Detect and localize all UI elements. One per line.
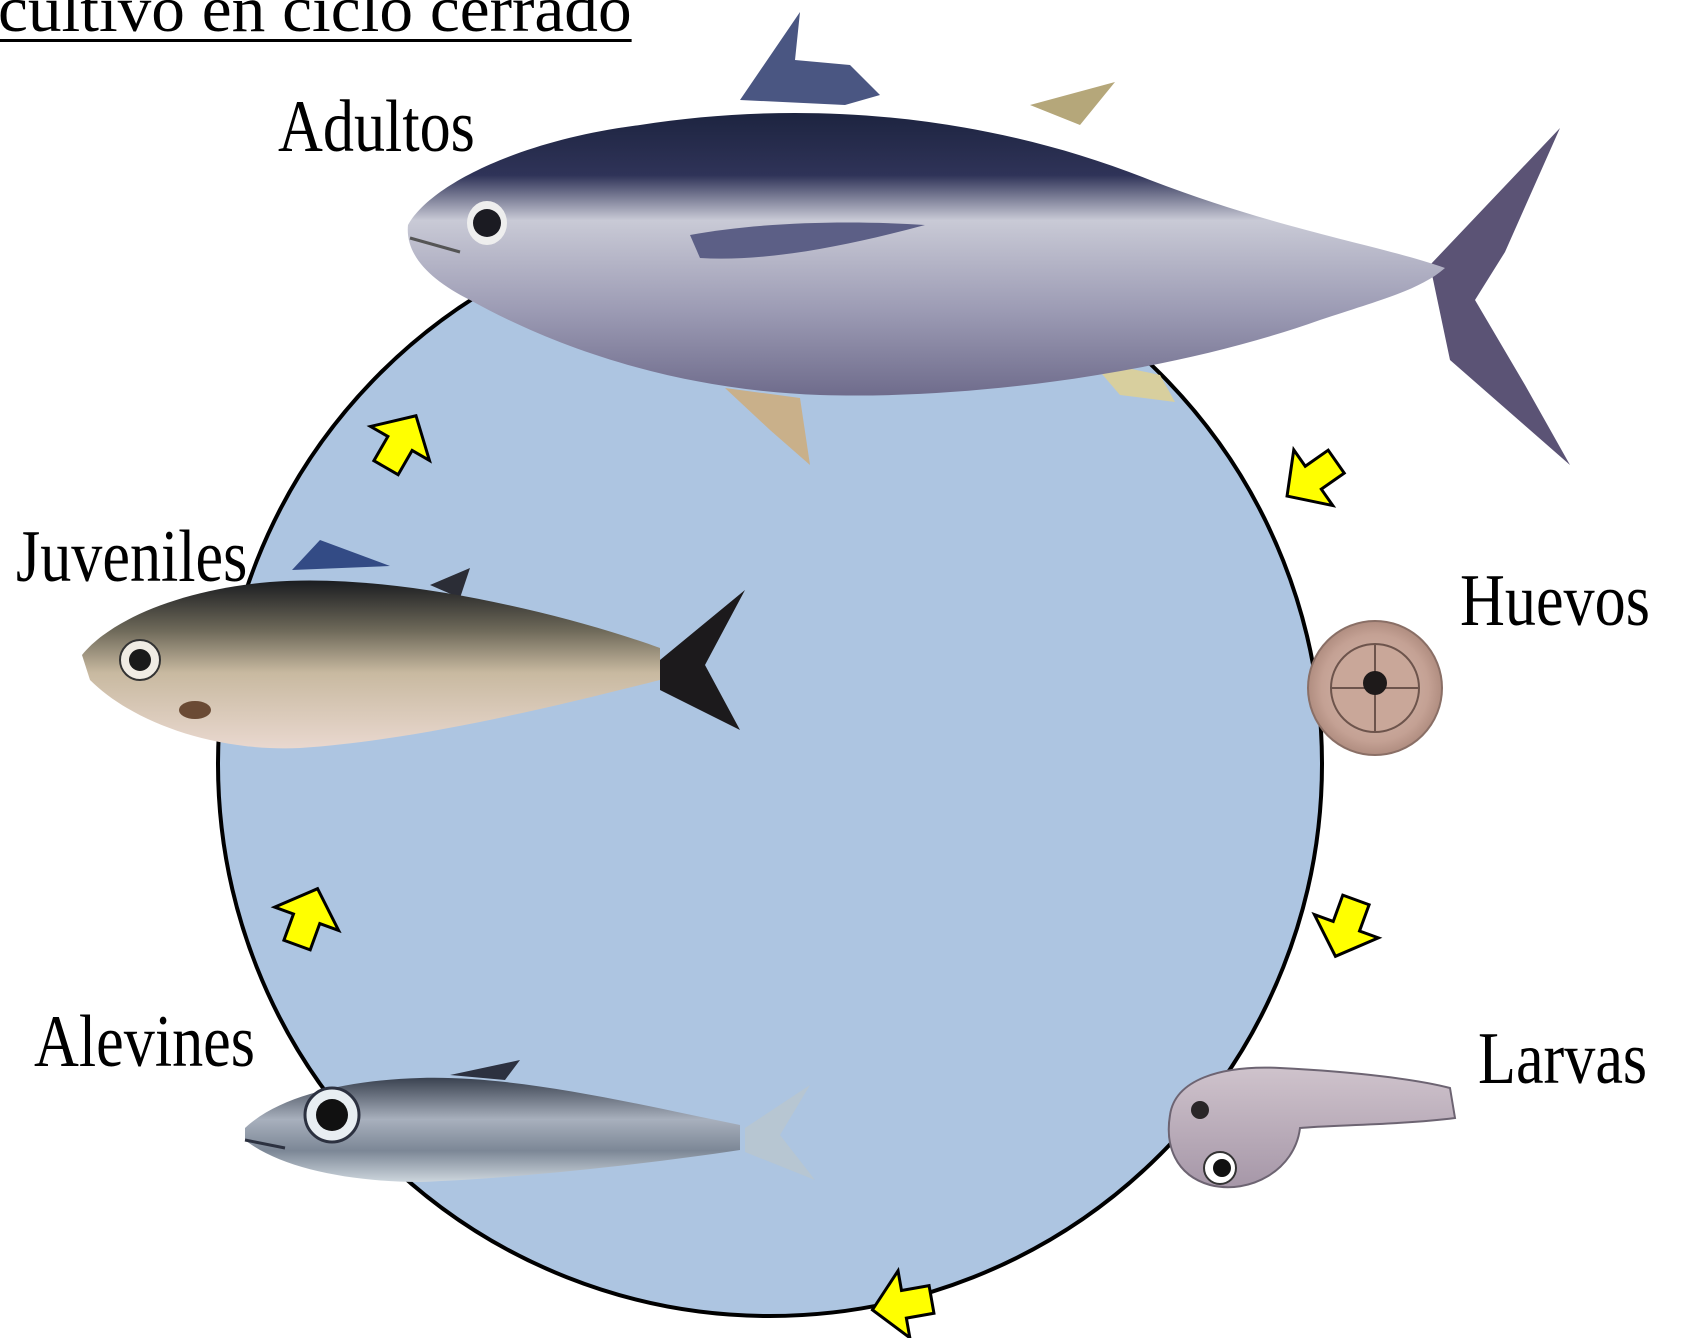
stage-label-juveniles: Juveniles <box>16 520 247 594</box>
stage-label-adultos: Adultos <box>278 90 475 164</box>
page-title: cultivo en ciclo cerrado <box>0 0 632 48</box>
larva-image <box>1169 1068 1455 1188</box>
stage-label-alevines: Alevines <box>34 1005 255 1079</box>
egg-image <box>1308 621 1442 755</box>
stage-label-larvas: Larvas <box>1478 1022 1647 1096</box>
stage-label-huevos: Huevos <box>1460 564 1650 638</box>
arrow-icon <box>1303 888 1387 968</box>
arrow-icon <box>1268 434 1356 524</box>
